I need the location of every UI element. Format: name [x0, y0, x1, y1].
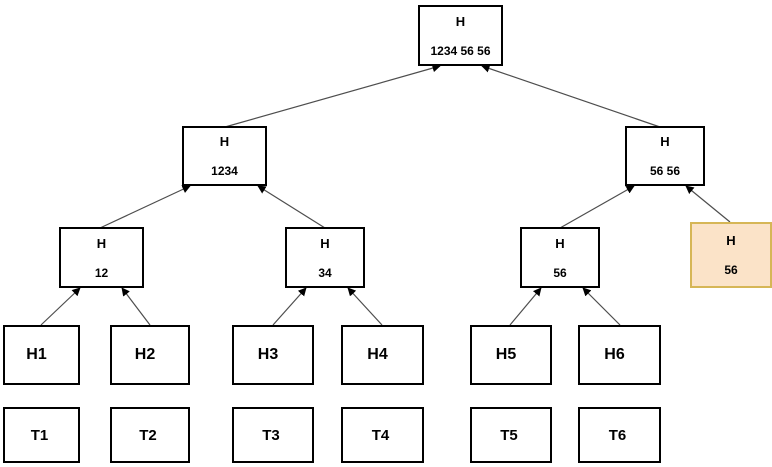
- hash-leaf-h4[interactable]: H4: [341, 325, 424, 385]
- edge-h2-to-l3a: [121, 287, 151, 326]
- node-level2-right[interactable]: H 56 56: [625, 126, 705, 186]
- edge-h1-to-l3a: [40, 287, 81, 326]
- transaction-leaf-t6[interactable]: T6: [578, 407, 661, 463]
- node-level3-a-value: 12: [94, 265, 109, 280]
- edge-l3c-to-l2right: [559, 185, 635, 229]
- node-level3-b[interactable]: H 34: [285, 227, 365, 288]
- node-level3-d-title: H: [726, 233, 736, 248]
- node-level3-a[interactable]: H 12: [59, 227, 144, 288]
- node-level2-left-value: 1234: [211, 164, 238, 178]
- transaction-leaf-t5-label: T5: [500, 426, 518, 444]
- transaction-leaf-t6-label: T6: [608, 426, 627, 444]
- edge-h5-to-l3c: [509, 287, 542, 326]
- node-level2-left-title: H: [219, 134, 230, 149]
- transaction-leaf-t5[interactable]: T5: [470, 407, 552, 463]
- node-root-value: 1234 56 56: [430, 43, 491, 58]
- node-level3-d-highlighted[interactable]: H 56: [690, 222, 772, 288]
- node-level3-d-value: 56: [724, 263, 738, 277]
- hash-leaf-h2-label: H2: [134, 346, 156, 363]
- edge-l2right-to-root: [481, 64, 661, 128]
- hash-leaf-h5-label: H5: [495, 346, 517, 363]
- node-level3-a-title: H: [96, 235, 107, 251]
- hash-leaf-h6[interactable]: H6: [578, 325, 661, 385]
- node-root-title: H: [455, 13, 466, 29]
- edge-l3b-to-l2left: [257, 185, 326, 229]
- transaction-leaf-t4[interactable]: T4: [341, 407, 424, 463]
- edge-h6-to-l3c: [582, 287, 621, 326]
- hash-leaf-h5[interactable]: H5: [470, 325, 552, 385]
- node-level2-left[interactable]: H 1234: [182, 126, 267, 186]
- node-level3-b-value: 34: [318, 265, 332, 280]
- edge-h3-to-l3b: [272, 287, 307, 326]
- node-level3-b-title: H: [320, 235, 330, 251]
- hash-leaf-h1[interactable]: H1: [3, 325, 80, 385]
- edge-l3a-to-l2left: [99, 185, 191, 229]
- transaction-leaf-t2-label: T2: [139, 426, 157, 444]
- transaction-leaf-t2[interactable]: T2: [110, 407, 190, 463]
- edge-h4-to-l3b: [347, 287, 383, 326]
- node-root[interactable]: H 1234 56 56: [418, 5, 503, 66]
- hash-leaf-h1-label: H1: [26, 346, 47, 363]
- node-level2-right-value: 56 56: [649, 164, 681, 178]
- node-level3-c-value: 56: [553, 265, 567, 280]
- transaction-leaf-t3[interactable]: T3: [232, 407, 314, 463]
- hash-leaf-h6-label: H6: [604, 346, 625, 363]
- node-level3-c[interactable]: H 56: [520, 227, 600, 288]
- transaction-leaf-t4-label: T4: [371, 426, 390, 444]
- node-level3-c-title: H: [555, 235, 565, 251]
- hash-leaf-h2[interactable]: H2: [110, 325, 190, 385]
- transaction-leaf-t1[interactable]: T1: [3, 407, 80, 463]
- transaction-leaf-t3-label: T3: [262, 426, 280, 444]
- hash-leaf-h3[interactable]: H3: [232, 325, 314, 385]
- hash-leaf-h4-label: H4: [367, 346, 388, 363]
- hash-leaf-h3-label: H3: [257, 346, 279, 363]
- transaction-leaf-t1-label: T1: [30, 426, 49, 444]
- edge-l3d-to-l2right: [685, 185, 731, 223]
- edge-l2left-to-root: [224, 64, 441, 128]
- node-level2-right-title: H: [660, 134, 670, 149]
